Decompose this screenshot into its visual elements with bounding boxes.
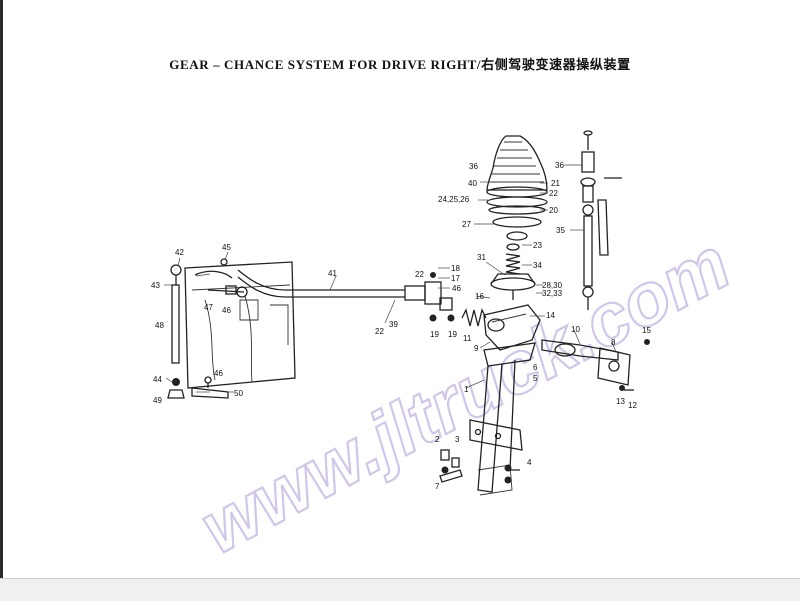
callout-46c: 46 xyxy=(452,284,461,293)
callout-23: 23 xyxy=(533,241,542,250)
lever-housing xyxy=(483,304,541,351)
callout-47: 47 xyxy=(204,303,213,312)
upper-links xyxy=(194,258,248,298)
callout-22a: 22 xyxy=(549,189,558,198)
callout-44: 44 xyxy=(153,375,162,384)
watermark: www.jltruck.com xyxy=(187,221,743,569)
seal-rings xyxy=(486,196,548,251)
callout-2: 2 xyxy=(435,435,440,444)
callout-12: 12 xyxy=(628,401,637,410)
callout-3: 3 xyxy=(455,435,460,444)
callout-1: 1 xyxy=(464,385,469,394)
callout-32-33: 32,33 xyxy=(542,289,563,298)
callout-36b: 36 xyxy=(555,161,564,170)
callout-16: 16 xyxy=(475,292,484,301)
callout-19a: 19 xyxy=(430,330,439,339)
callout-43: 43 xyxy=(151,281,160,290)
callout-20: 20 xyxy=(549,206,558,215)
callout-22c: 22 xyxy=(375,327,384,336)
fork-coupling xyxy=(424,272,455,322)
callout-14: 14 xyxy=(546,311,555,320)
callout-22b: 22 xyxy=(415,270,424,279)
callout-6: 6 xyxy=(533,363,538,372)
callout-46b: 46 xyxy=(214,369,223,378)
bottom-link xyxy=(191,376,229,399)
callout-24-25-26: 24,25,26 xyxy=(438,195,470,204)
left-rod xyxy=(167,264,185,399)
callout-42: 42 xyxy=(175,248,184,257)
cross-shaft xyxy=(541,339,631,386)
callout-21: 21 xyxy=(551,179,560,188)
bolts xyxy=(439,449,512,484)
callout-48: 48 xyxy=(155,321,164,330)
center-spring xyxy=(505,253,521,275)
callout-8: 8 xyxy=(611,338,616,347)
callout-35: 35 xyxy=(556,226,565,235)
scan-bottom-edge xyxy=(0,578,800,601)
transmission-housing xyxy=(184,261,296,389)
gear-lever xyxy=(580,130,622,310)
spring xyxy=(461,308,487,327)
callout-11: 11 xyxy=(463,334,472,343)
callout-45: 45 xyxy=(222,243,231,252)
callout-15: 15 xyxy=(642,326,651,335)
callout-39: 39 xyxy=(389,320,398,329)
callout-31: 31 xyxy=(477,253,486,262)
callout-10: 10 xyxy=(571,325,580,334)
callout-50: 50 xyxy=(234,389,243,398)
scan-left-edge xyxy=(0,0,3,600)
callout-27: 27 xyxy=(462,220,471,229)
callout-28-30: 28,30 xyxy=(542,281,563,290)
leader-lines xyxy=(164,164,617,393)
callout-17: 17 xyxy=(451,274,460,283)
callout-7: 7 xyxy=(435,482,440,491)
callout-46a: 46 xyxy=(222,306,231,315)
base-disc xyxy=(490,273,536,300)
gear-boot xyxy=(486,135,548,198)
small-bolts-right xyxy=(619,339,650,391)
callout-40: 40 xyxy=(468,179,477,188)
callout-41: 41 xyxy=(328,269,337,278)
diagram-title: GEAR – CHANCE SYSTEM FOR DRIVE RIGHT/右侧驾… xyxy=(169,57,631,72)
callout-18: 18 xyxy=(451,264,460,273)
callout-34: 34 xyxy=(533,261,542,270)
callout-19b: 19 xyxy=(448,330,457,339)
callout-36a: 36 xyxy=(469,162,478,171)
callout-13: 13 xyxy=(616,397,625,406)
callout-49: 49 xyxy=(153,396,162,405)
callout-5: 5 xyxy=(533,374,538,383)
callout-4: 4 xyxy=(527,458,532,467)
callout-9: 9 xyxy=(474,344,479,353)
callout-labels: 1 2 3 4 5 6 7 8 9 10 11 12 13 14 15 16 1… xyxy=(151,161,651,491)
